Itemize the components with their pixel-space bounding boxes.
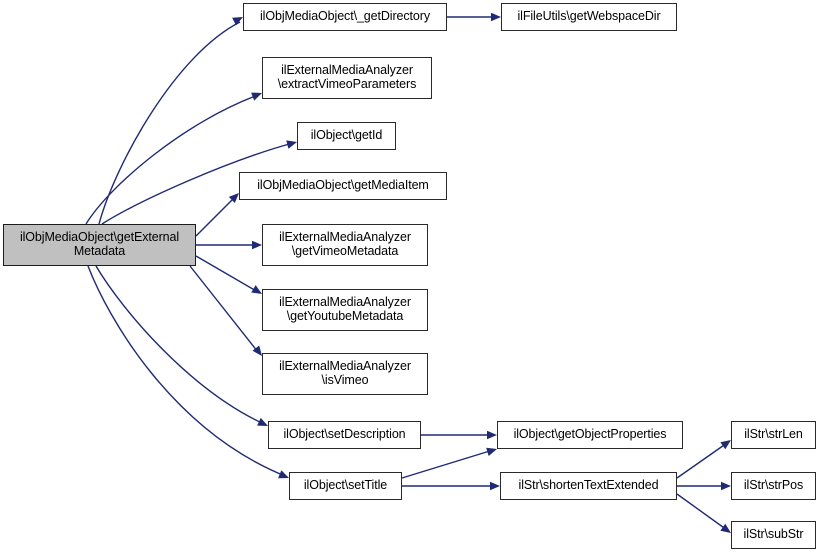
graph-node-isVimeo[interactable]: ilExternalMediaAnalyzer \isVimeo [262, 353, 428, 395]
graph-node-subStr[interactable]: ilStr\subStr [731, 521, 816, 549]
graph-node-extractVimeoParameters[interactable]: ilExternalMediaAnalyzer \extractVimeoPar… [262, 57, 432, 99]
graph-node-getWebspaceDir[interactable]: ilFileUtils\getWebspaceDir [501, 3, 677, 31]
graph-node-getDirectory[interactable]: ilObjMediaObject\_getDirectory [243, 3, 447, 31]
edge-root-to-isVimeo [189, 265, 259, 353]
edge-root-to-setDescription [95, 265, 265, 425]
graph-node-getYoutubeMetadata[interactable]: ilExternalMediaAnalyzer \getYoutubeMetad… [262, 289, 428, 331]
arrowhead-shortenTextExtended-to-strPos [721, 481, 731, 491]
graph-node-setDescription[interactable]: ilObject\setDescription [268, 421, 421, 449]
edge-root-to-setTitle [87, 265, 286, 477]
edge-root-to-getDirectory [98, 21, 241, 225]
graph-node-setTitle[interactable]: ilObject\setTitle [289, 472, 402, 500]
edge-root-to-extractVimeoParameters [85, 94, 259, 225]
arrowhead-getDirectory-to-getWebspaceDir [491, 12, 501, 22]
edge-root-to-getMediaItem [195, 195, 237, 237]
graph-node-shortenTextExtended[interactable]: ilStr\shortenTextExtended [500, 472, 677, 500]
arrowhead-setTitle-to-shortenTextExtended [490, 481, 500, 491]
graph-node-getVimeoMetadata[interactable]: ilExternalMediaAnalyzer \getVimeoMetadat… [262, 224, 428, 266]
graph-node-getObjectProperties[interactable]: ilObject\getObjectProperties [497, 421, 683, 449]
graph-node-root[interactable]: ilObjMediaObject\getExternal Metadata [3, 224, 196, 266]
graph-node-strLen[interactable]: ilStr\strLen [731, 421, 816, 449]
graph-node-strPos[interactable]: ilStr\strPos [731, 472, 816, 500]
graph-node-getId[interactable]: ilObject\getId [297, 122, 396, 150]
graph-node-getMediaItem[interactable]: ilObjMediaObject\getMediaItem [239, 172, 447, 200]
edge-setTitle-to-getObjectProperties [401, 449, 494, 479]
arrowhead-root-to-getVimeoMetadata [252, 240, 262, 250]
edge-shortenTextExtended-to-subStr [676, 493, 728, 531]
edge-root-to-getYoutubeMetadata [195, 255, 259, 293]
arrowhead-setDescription-to-getObjectProperties [487, 430, 497, 440]
edge-shortenTextExtended-to-strLen [676, 442, 728, 479]
